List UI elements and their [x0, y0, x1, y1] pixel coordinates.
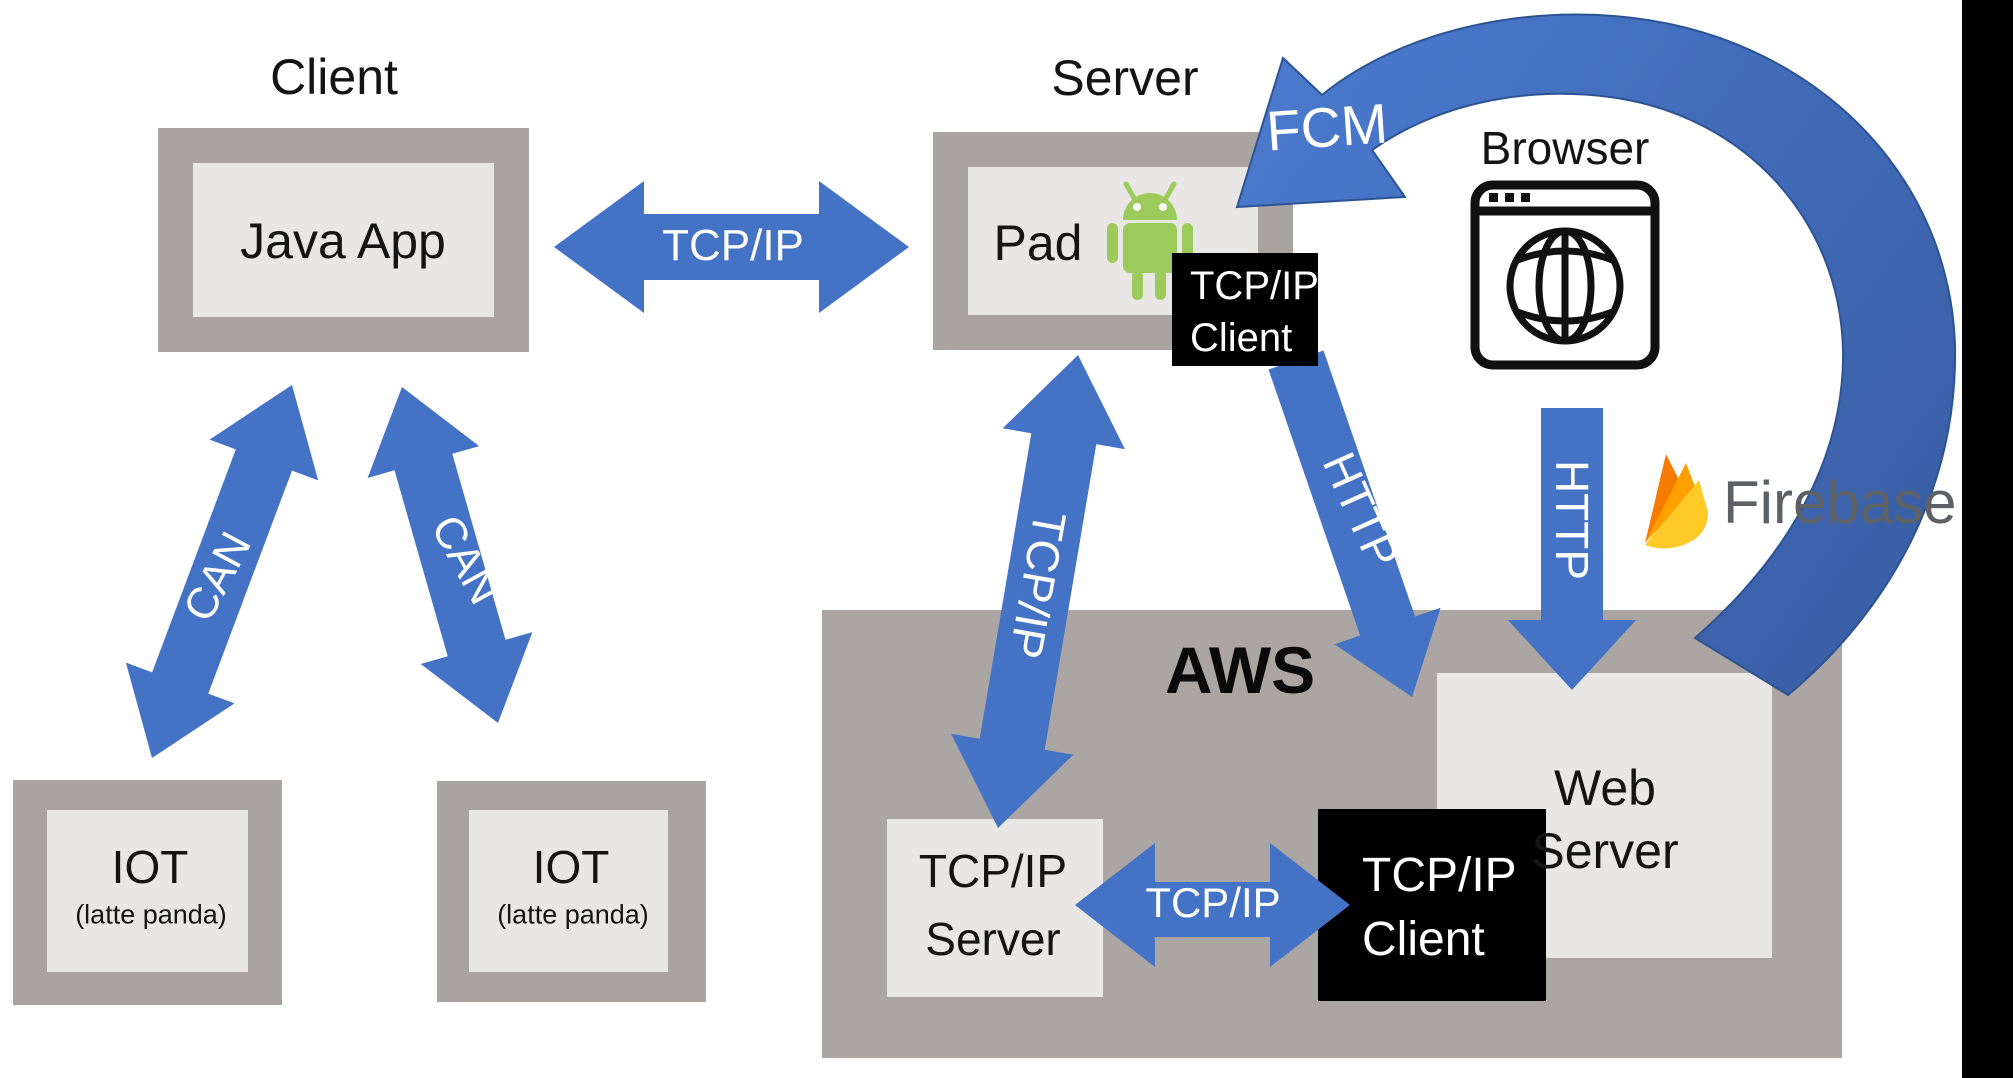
link-aws-internal-label: TCP/IP — [1145, 879, 1281, 926]
iot-right-label: IOT — [532, 841, 610, 893]
tcpip-server-label-line2: Server — [925, 913, 1061, 965]
link-client-server-label: TCP/IP — [662, 221, 804, 270]
java-app-box — [193, 163, 494, 317]
web-server-label-line2: Server — [1531, 823, 1679, 879]
aws-title: AWS — [1164, 633, 1316, 707]
client-title: Client — [270, 49, 398, 105]
iot-left-box — [13, 780, 282, 1005]
browser-icon — [1470, 180, 1660, 370]
iot-left-sub-label: (latte panda) — [75, 899, 227, 930]
screen-edge-black-bar — [1962, 0, 2013, 1078]
aws-tcpip-client-label-line1: TCP/IP — [1362, 849, 1517, 902]
client-device-box — [158, 128, 529, 352]
pad-label: Pad — [993, 215, 1083, 271]
server-tcpip-client-label-line1: TCP/IP — [1190, 264, 1319, 308]
server-title: Server — [1051, 50, 1199, 106]
iot-right-sub-label: (latte panda) — [497, 899, 649, 930]
aws-tcpip-client-label-line2: Client — [1362, 913, 1485, 966]
tcpip-server-box — [887, 819, 1103, 997]
fcm-label: FCM — [1264, 91, 1390, 163]
aws-tcpip-client-box — [1318, 809, 1546, 1001]
java-app-label: Java App — [240, 213, 446, 269]
iot-right-box — [437, 781, 706, 1002]
iot-right-inner-box — [469, 810, 668, 972]
web-server-label-line1: Web — [1554, 760, 1656, 816]
browser-title: Browser — [1480, 122, 1650, 174]
link-browser-web-http-label: HTTP — [1546, 459, 1598, 581]
firebase-flame-icon — [1645, 454, 1708, 549]
iot-left-label: IOT — [111, 841, 189, 893]
iot-left-inner-box — [47, 810, 248, 972]
firebase-wordmark: Firebase — [1723, 469, 1957, 536]
server-tcpip-client-label-line2: Client — [1190, 316, 1293, 360]
link-can-right-label: CAN — [421, 507, 510, 613]
link-can-left-label: CAN — [174, 524, 261, 630]
link-client-web-http-label: HTTP — [1312, 444, 1410, 576]
tcpip-server-label-line1: TCP/IP — [918, 845, 1068, 897]
android-icon — [1107, 181, 1193, 300]
